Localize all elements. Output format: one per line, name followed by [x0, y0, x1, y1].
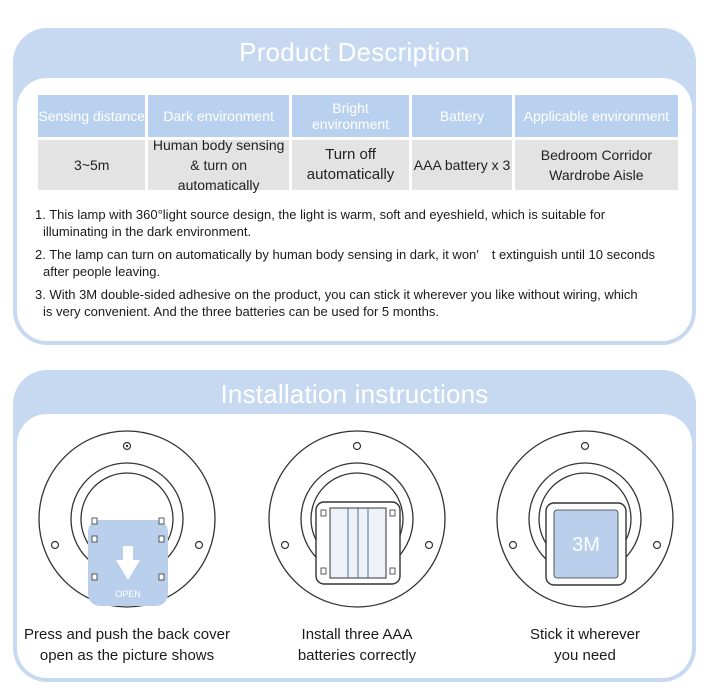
header-cell-sensing: Sensing distance	[38, 95, 146, 137]
note-line: 1. This lamp with 360°light source desig…	[35, 207, 606, 222]
open-label: OPEN	[115, 589, 141, 599]
caption-line: batteries correctly	[297, 647, 417, 664]
note-item: 3. With 3M double-sided adhesive on the …	[35, 286, 697, 320]
cell-text: AAA battery x 3	[413, 157, 511, 173]
step-1-illustration: OPEN	[38, 430, 216, 608]
step-3-caption: Stick it wherever you need	[480, 624, 690, 666]
latch-icon	[389, 509, 396, 517]
installation-body: OPEN Press and push the back cover open …	[17, 414, 692, 678]
screw-icon	[652, 540, 662, 550]
latch-icon	[91, 517, 98, 525]
down-arrow-icon	[116, 546, 140, 580]
section-title: Product Description	[239, 36, 470, 67]
caption-line: open as the picture shows	[39, 647, 215, 664]
latch-icon	[158, 535, 165, 543]
data-cell-dark: Human body sensing & turn on automaticall…	[148, 137, 289, 193]
section-title: Installation instructions	[220, 378, 489, 409]
installation-panel: Installation instructions OPEN Pre	[13, 370, 696, 682]
note-item: 1. This lamp with 360°light source desig…	[35, 206, 697, 240]
caption-line: Install three AAA	[301, 626, 413, 643]
note-line: illuminating in the dark environment.	[43, 224, 252, 239]
screw-icon	[125, 444, 129, 448]
data-cell-battery: AAA battery x 3	[412, 140, 512, 190]
cell-text: Wardrobe Aisle	[549, 167, 644, 183]
spec-table: Sensing distance Dark environment Bright…	[38, 95, 678, 193]
screw-icon	[352, 441, 362, 451]
cell-text: Turn off	[325, 146, 376, 163]
screw-icon	[424, 540, 434, 550]
3m-label: 3M	[572, 534, 600, 556]
data-cell-sensing: 3~5m	[38, 140, 146, 190]
screw-icon	[508, 540, 518, 550]
header-cell-battery: Battery	[412, 95, 512, 137]
note-line: 3. With 3M double-sided adhesive on the …	[35, 287, 638, 302]
adhesive-pad	[553, 509, 619, 579]
note-line: 2. The lamp can turn on automatically by…	[35, 247, 656, 262]
spec-table-header: Sensing distance Dark environment Bright…	[38, 95, 678, 137]
cell-text: automatically	[306, 166, 395, 183]
feature-notes: 1. This lamp with 360°light source desig…	[35, 206, 697, 326]
step-3-illustration: 3M	[496, 430, 674, 608]
header-cell-bright: Bright environment	[291, 95, 410, 137]
cell-text: Human body sensing	[152, 137, 285, 153]
latch-icon	[158, 573, 165, 581]
latch-icon	[91, 535, 98, 543]
screw-icon	[194, 540, 204, 550]
caption-line: you need	[554, 647, 616, 664]
step-2-caption: Install three AAA batteries correctly	[252, 624, 462, 666]
screw-icon	[580, 441, 590, 451]
cell-text: 3~5m	[74, 157, 110, 173]
caption-line: Stick it wherever	[529, 626, 641, 643]
screw-icon	[280, 540, 290, 550]
latch-icon	[158, 517, 165, 525]
note-line: after people leaving.	[43, 264, 161, 279]
cell-text: & turn on automatically	[177, 157, 260, 193]
note-item: 2. The lamp can turn on automatically by…	[35, 246, 697, 280]
note-line: is very convenient. And the three batter…	[43, 304, 440, 319]
caption-line: Press and push the back cover	[24, 626, 230, 643]
step-2-illustration	[268, 430, 446, 608]
header-cell-environment: Applicable environment	[514, 95, 678, 137]
latch-icon	[389, 567, 396, 575]
spec-table-row: 3~5m Human body sensing & turn on automat…	[38, 137, 678, 193]
header-cell-dark: Dark environment	[148, 95, 289, 137]
latch-icon	[320, 509, 327, 517]
cell-text: Bedroom Corridor	[540, 147, 653, 163]
data-cell-bright: Turn off automatically	[291, 140, 410, 190]
product-description-body: Sensing distance Dark environment Bright…	[17, 78, 692, 341]
screw-icon	[50, 540, 60, 550]
latch-icon	[91, 573, 98, 581]
product-description-panel: Product Description Sensing distance Dar…	[13, 28, 696, 345]
step-1-caption: Press and push the back cover open as th…	[22, 624, 232, 666]
latch-icon	[320, 567, 327, 575]
